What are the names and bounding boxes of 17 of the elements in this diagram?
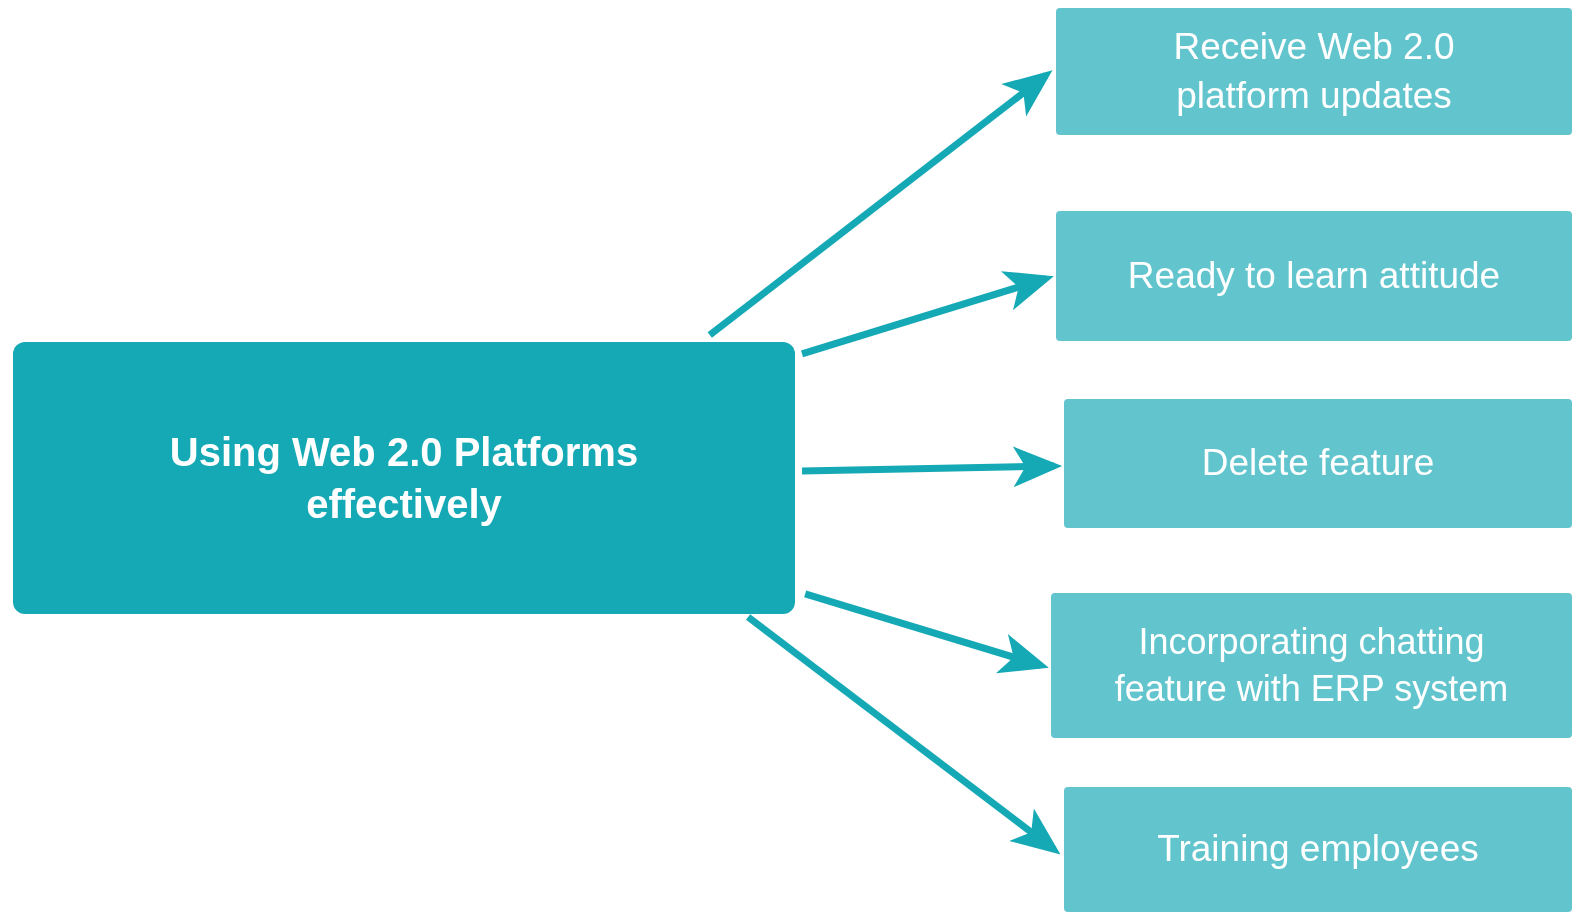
topic-text: Receive Web 2.0 platform updates bbox=[1172, 25, 1456, 118]
topic-text: Delete feature bbox=[1201, 441, 1435, 486]
heading-text: Using Web 2.0 Platforms effectively bbox=[168, 429, 640, 528]
arrow bbox=[745, 614, 1061, 855]
topic-box bbox=[1064, 399, 1572, 528]
arrow bbox=[801, 446, 1063, 488]
topic-box bbox=[1064, 787, 1572, 912]
topic-text: Incorporating chatting feature with ERP system bbox=[1113, 619, 1510, 711]
topic-box bbox=[1056, 211, 1572, 341]
topic-box bbox=[1056, 8, 1572, 135]
topic-text: Training employees bbox=[1157, 827, 1479, 872]
arrow bbox=[707, 70, 1053, 338]
arrow bbox=[804, 590, 1049, 674]
topic-text: Ready to learn attitude bbox=[1127, 253, 1501, 298]
main-box bbox=[13, 342, 795, 614]
arrow bbox=[801, 271, 1054, 358]
topic-box bbox=[1051, 593, 1572, 738]
